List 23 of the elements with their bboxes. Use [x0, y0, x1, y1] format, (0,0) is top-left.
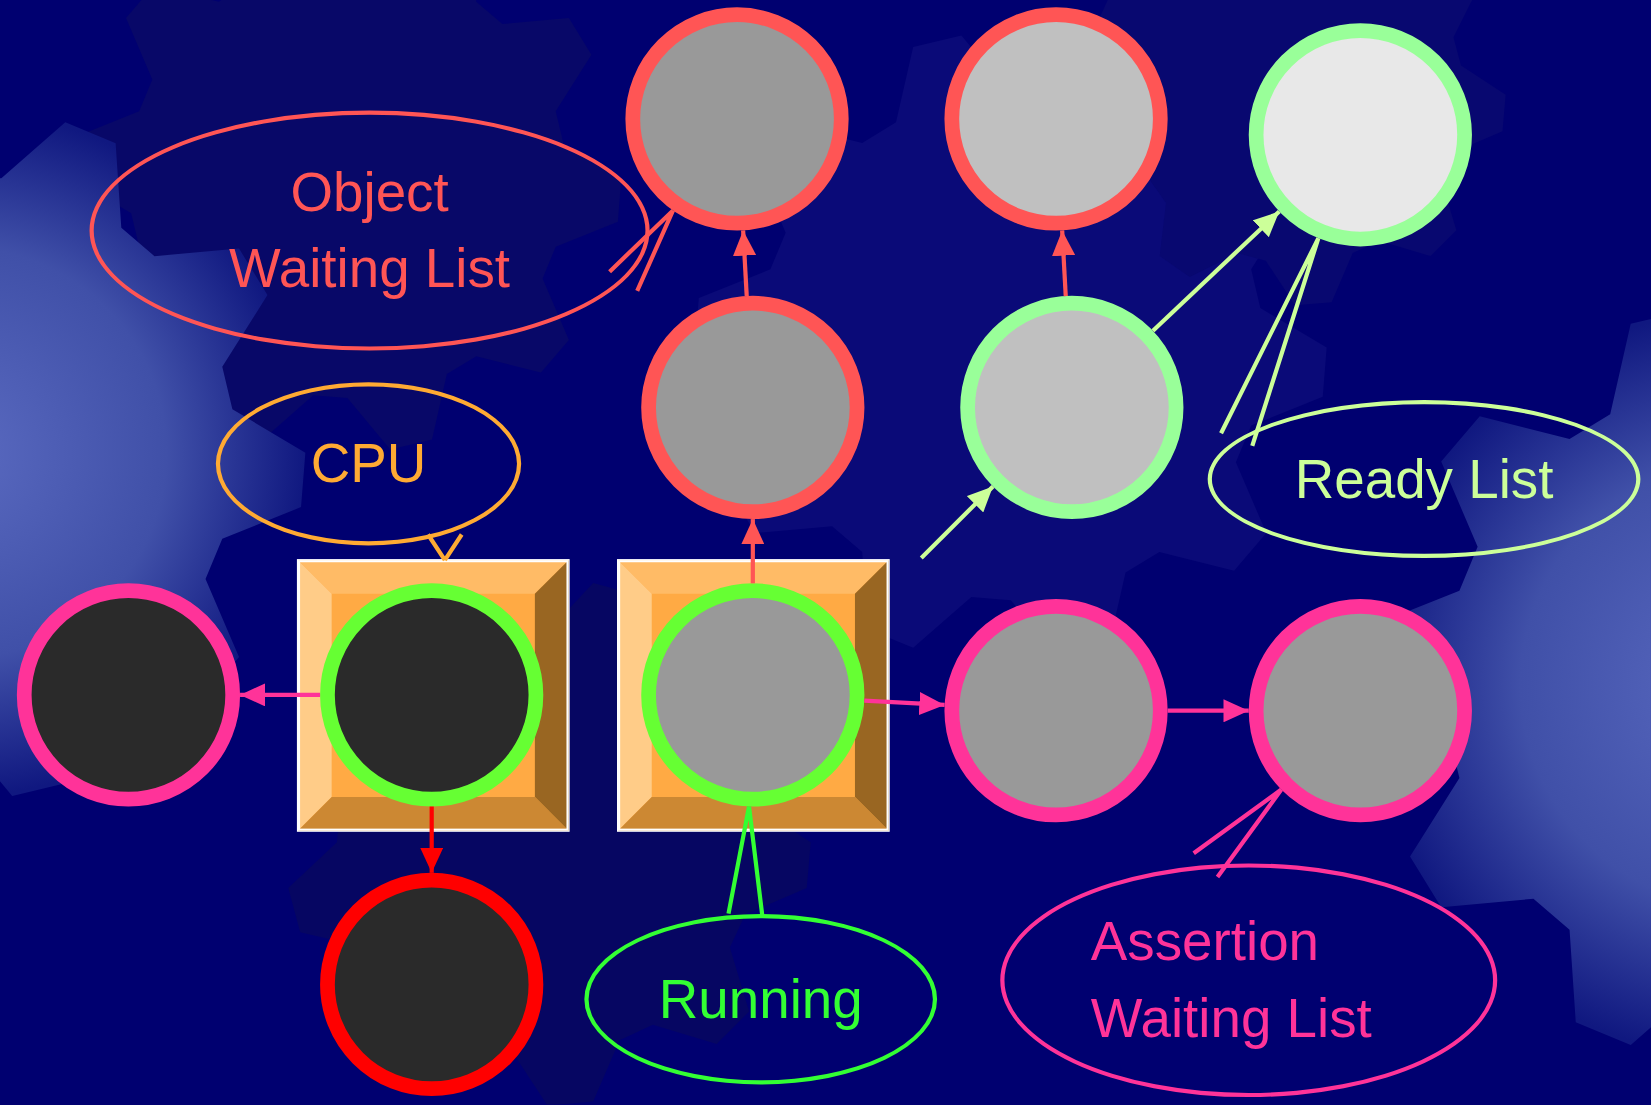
callout-bubble — [215, 382, 522, 546]
callout-text: Object Waiting List — [228, 160, 512, 301]
callout-text: Assertion Waiting List — [1090, 909, 1373, 1051]
arrow — [919, 484, 995, 560]
arrow — [240, 683, 321, 707]
leader-line — [1191, 787, 1284, 880]
callout-text: CPU — [310, 431, 427, 496]
arrow — [732, 230, 757, 297]
arrow — [1052, 230, 1076, 297]
leader-line — [607, 208, 676, 294]
arrow — [1167, 699, 1249, 723]
arrow — [420, 806, 444, 873]
callout-bubble — [584, 913, 938, 1085]
callout-bubble — [1207, 400, 1641, 559]
leader-line — [726, 804, 765, 917]
callout-bubble — [1000, 863, 1498, 1098]
callout-text: Running — [658, 967, 863, 1032]
arrow — [1151, 209, 1281, 333]
leader-line — [1218, 236, 1321, 449]
arrow — [741, 519, 765, 584]
callout-bubble — [89, 110, 650, 351]
arrow — [864, 692, 945, 716]
callout-text: Ready List — [1294, 447, 1554, 512]
